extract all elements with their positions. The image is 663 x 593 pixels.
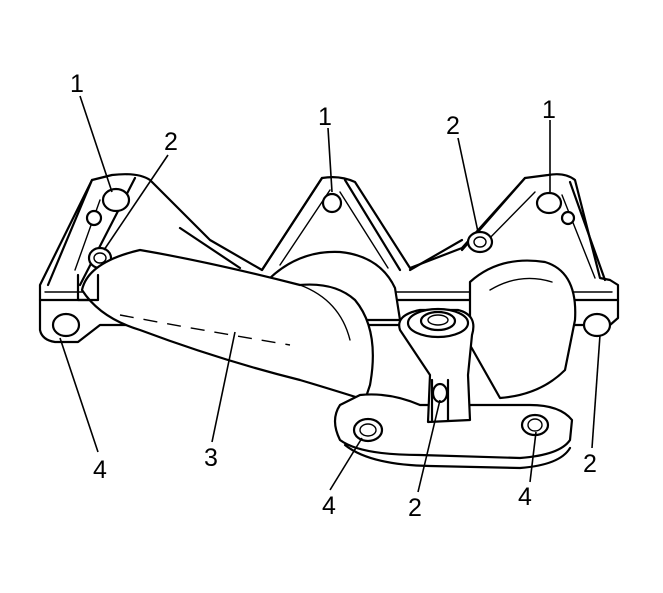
callout-2-center-stud: 2 [446, 112, 460, 140]
callout-2-left-stud: 2 [164, 128, 178, 156]
stud-hole [87, 230, 494, 270]
callout-4-outlet-left: 4 [322, 492, 336, 520]
callout-1-center-flange-bolt: 1 [318, 103, 332, 131]
callout-2-outlet-stud: 2 [408, 494, 422, 522]
callout-3-manifold: 3 [204, 444, 218, 472]
callout-1-left-flange-bolt: 1 [70, 70, 84, 98]
flange-ear-hole [51, 312, 612, 338]
mounting-bolt-hole [85, 187, 576, 227]
outlet-flange [333, 393, 574, 470]
callout-2-right-stud: 2 [583, 450, 597, 478]
callout-labels: 1 1 1 2 2 2 2 3 4 4 4 [70, 70, 597, 522]
callout-4-outlet-right: 4 [518, 483, 532, 511]
leader-lines [59, 95, 601, 493]
manifold-runners [76, 248, 577, 402]
callout-1-right-flange-bolt: 1 [542, 96, 556, 124]
callout-4-left-ear: 4 [93, 456, 107, 484]
sensor-boss [398, 307, 475, 424]
